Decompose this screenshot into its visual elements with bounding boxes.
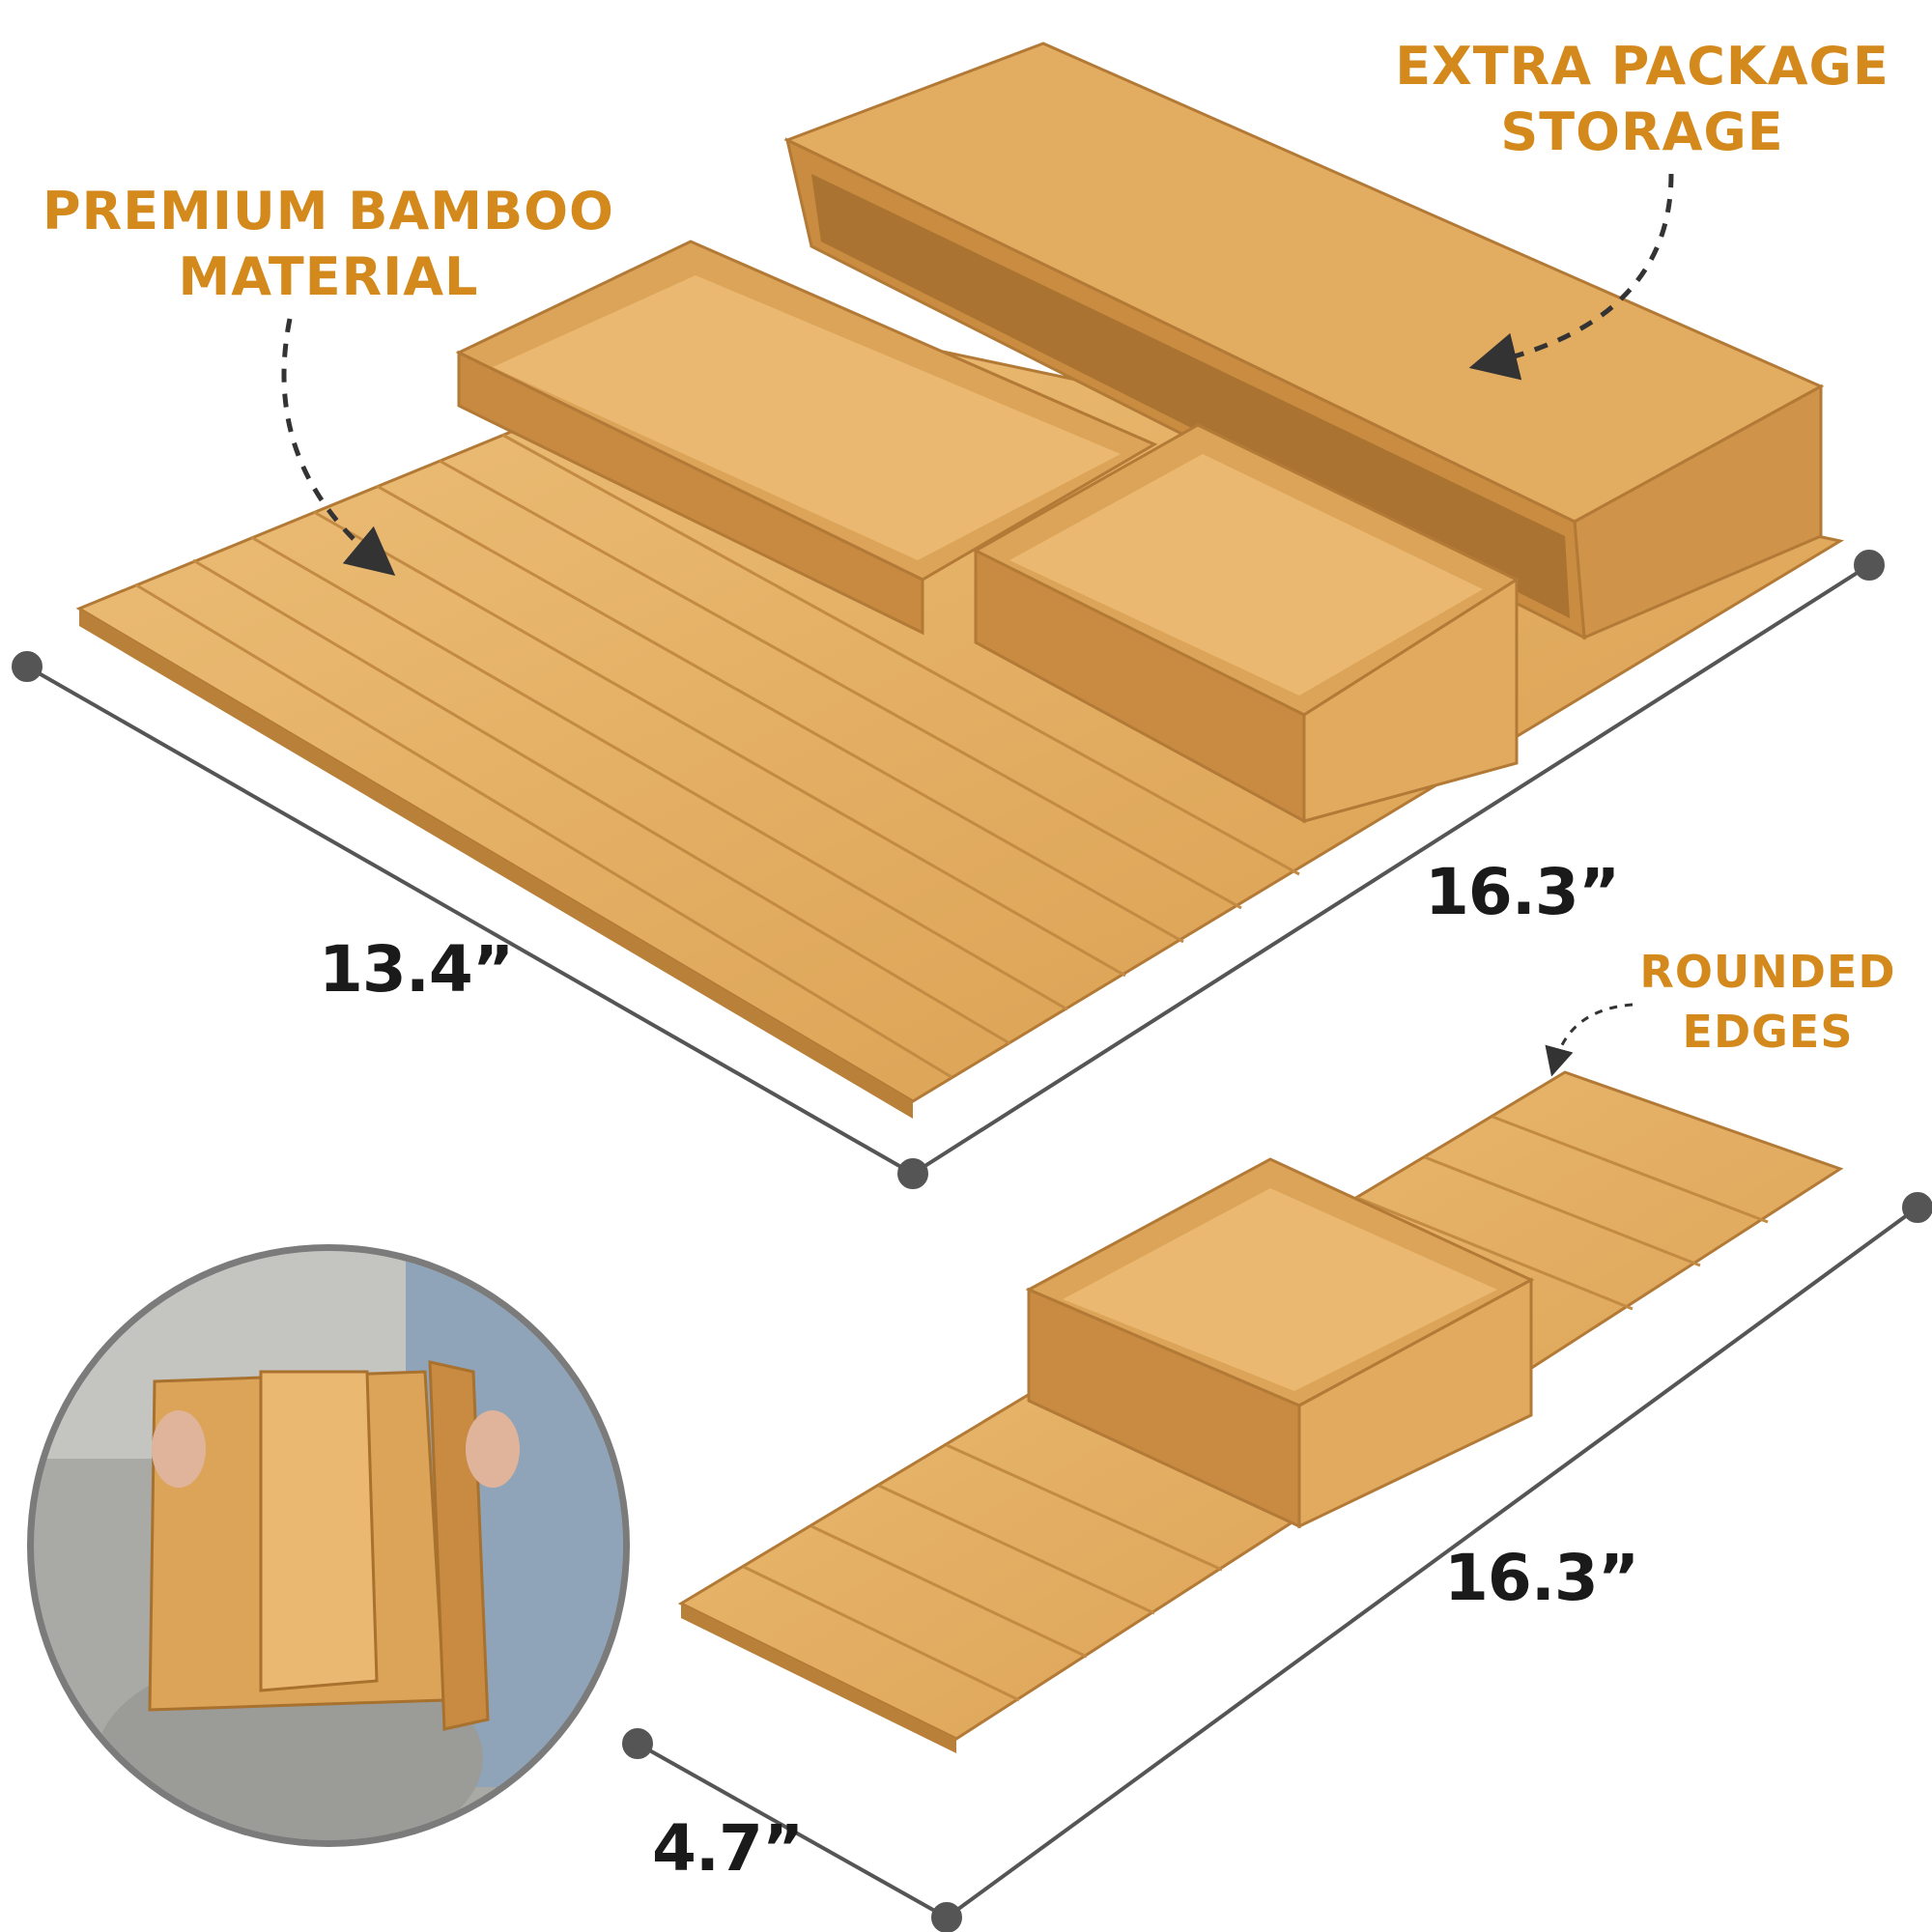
lifestyle-photo: [27, 1244, 630, 1847]
callout-premium-bamboo: PREMIUM BAMBOO MATERIAL: [19, 179, 638, 310]
small-bamboo-tray: [677, 1070, 1844, 1753]
callout-rounded-edges: ROUNDED EDGES: [1623, 942, 1913, 1062]
dimension-lines: [12, 550, 1932, 1932]
dimension-small-length: 16.3”: [1444, 1541, 1639, 1615]
callout-extra-line1: EXTRA PACKAGE: [1395, 36, 1889, 97]
callout-rounded-line1: ROUNDED: [1639, 946, 1896, 998]
dimension-large-length: 16.3”: [1425, 855, 1620, 929]
dimension-large-width: 13.4”: [319, 932, 514, 1007]
callout-extra-line2: STORAGE: [1500, 101, 1784, 162]
dimension-small-width: 4.7”: [652, 1811, 804, 1886]
callout-extra-storage: EXTRA PACKAGE STORAGE: [1372, 34, 1913, 165]
callout-rounded-line2: EDGES: [1682, 1006, 1854, 1058]
callout-premium-line2: MATERIAL: [178, 246, 479, 307]
callout-premium-line1: PREMIUM BAMBOO: [43, 181, 614, 242]
callout-arrows: [281, 173, 1674, 1077]
large-bamboo-tray: [75, 42, 1845, 1119]
